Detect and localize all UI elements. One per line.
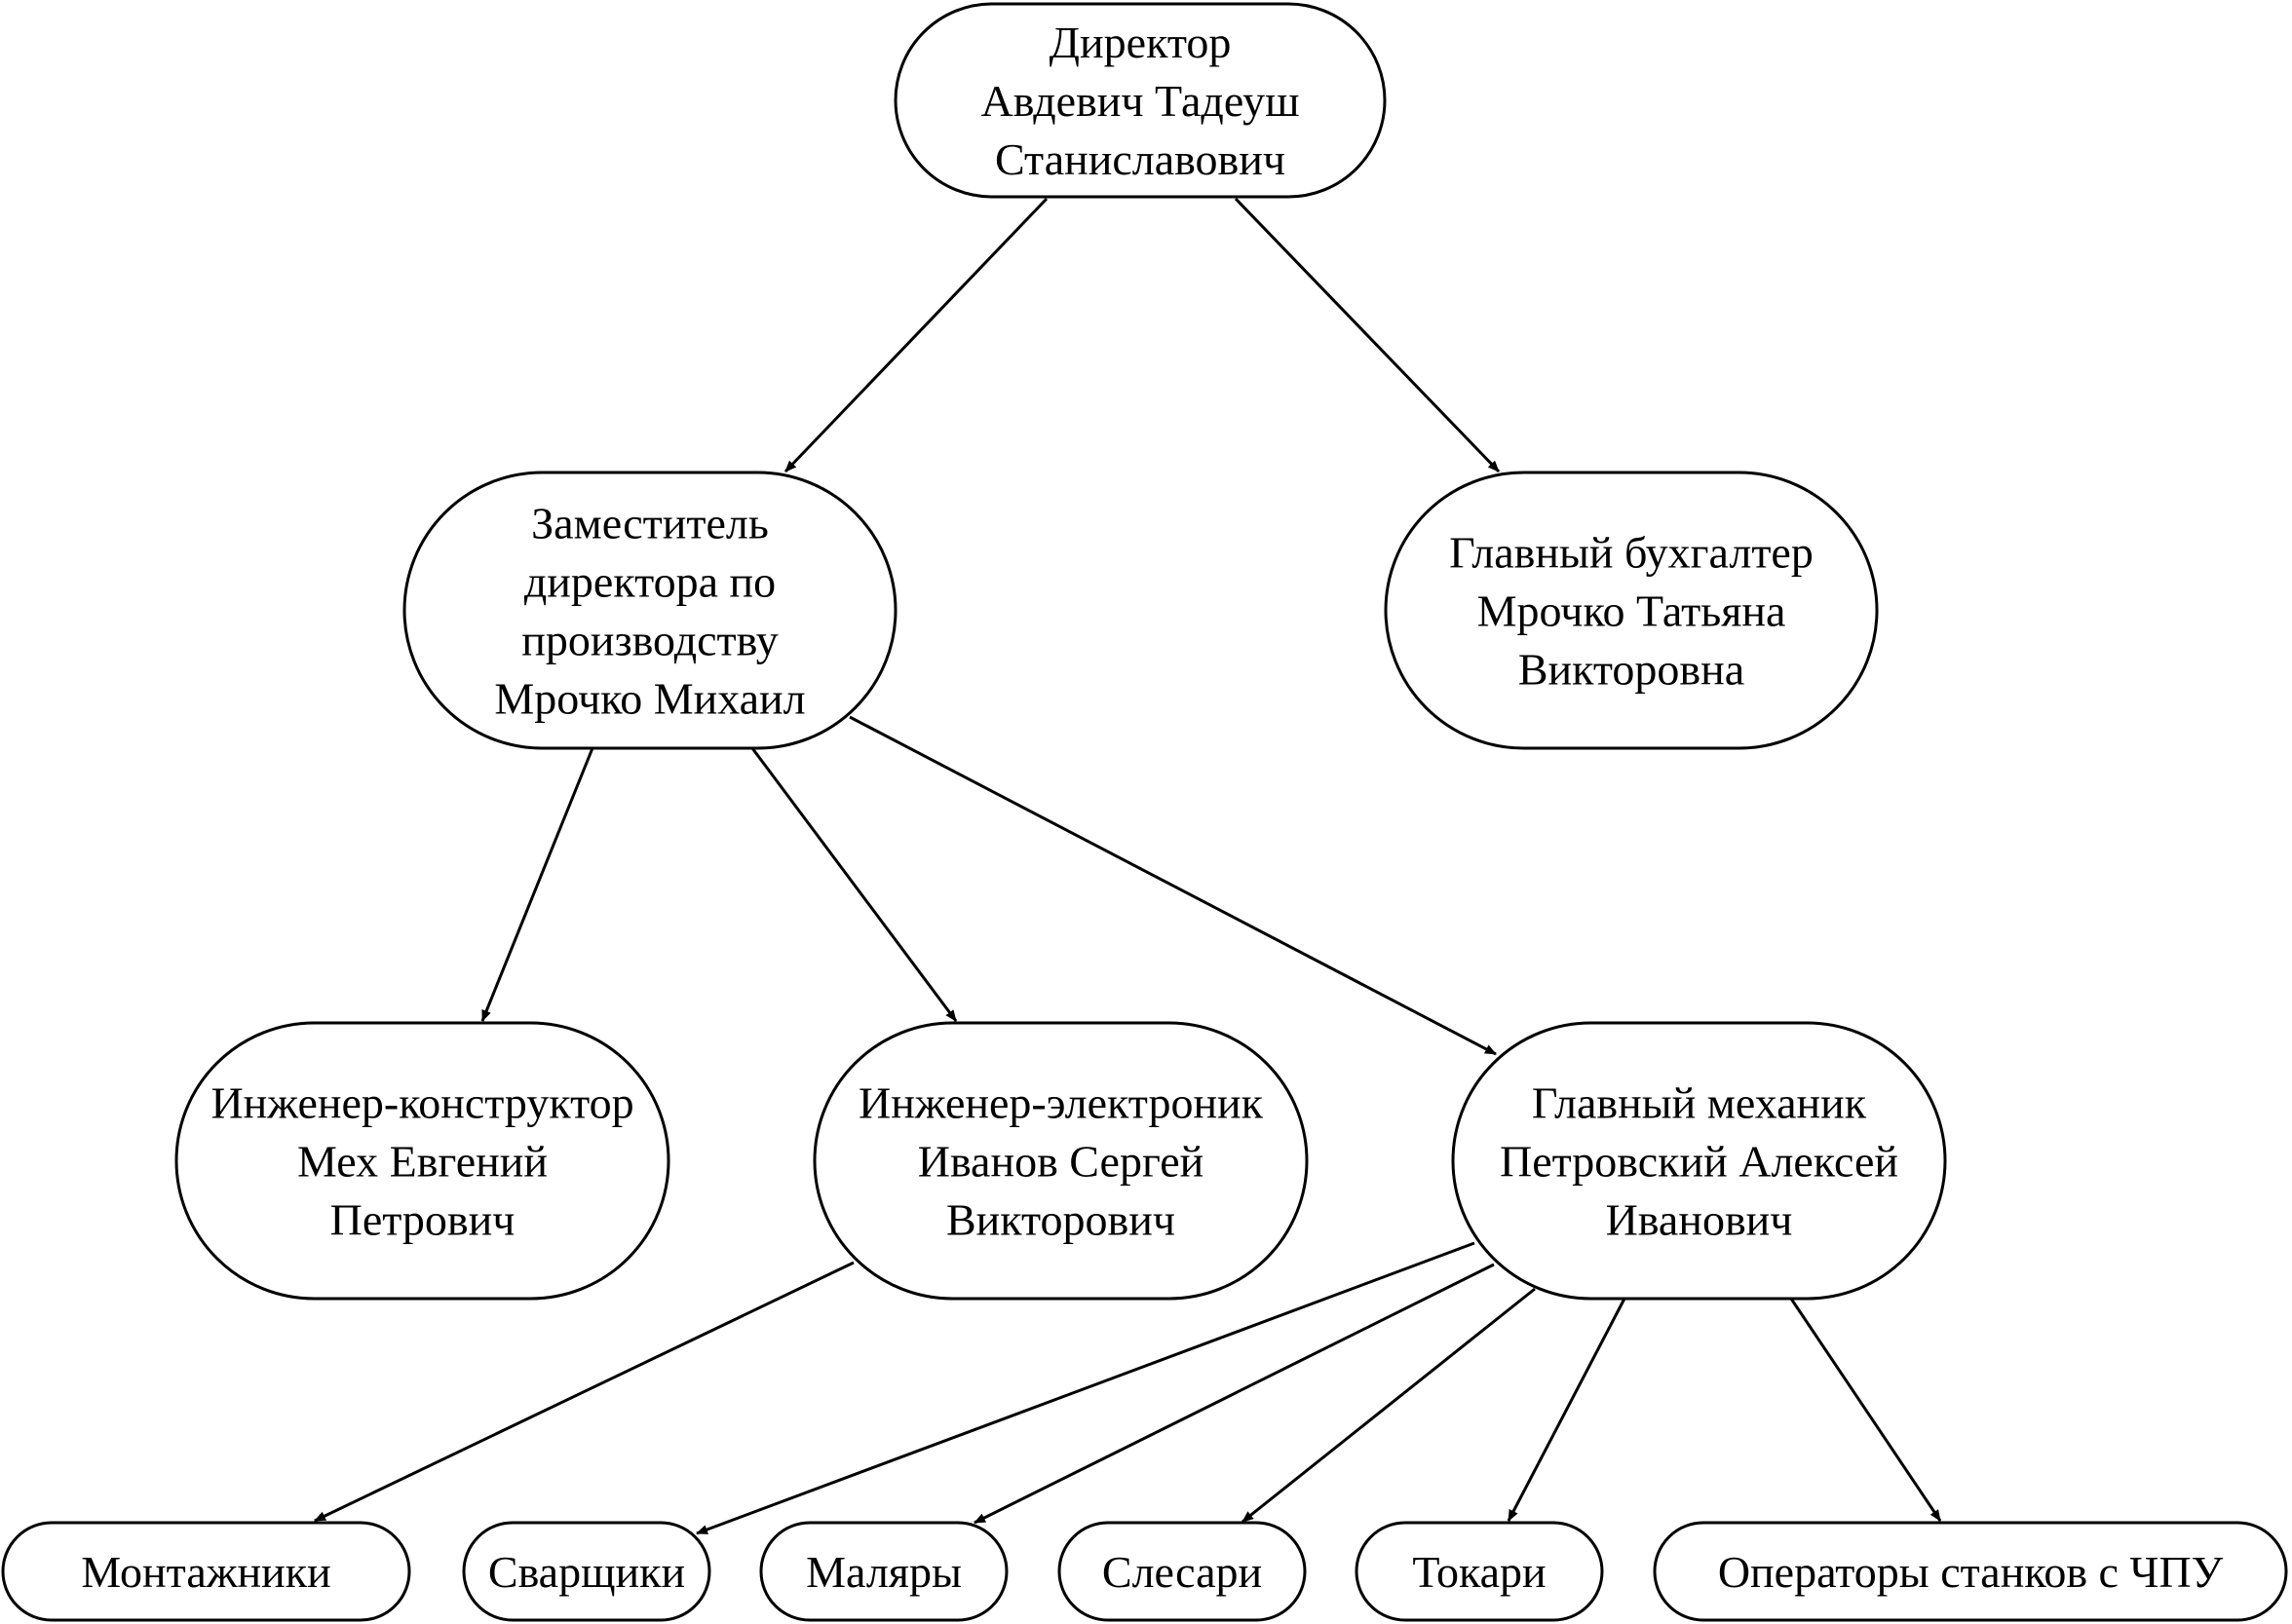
node-label-accountant-line-2: Мрочко Татьяна <box>1477 586 1786 636</box>
node-label-deputy-line-1: Заместитель <box>531 499 769 548</box>
node-label-electronics-engineer-line-3: Викторович <box>946 1195 1175 1245</box>
edges <box>314 197 1942 1535</box>
node-label-turners-line-1: Токари <box>1412 1547 1546 1597</box>
node-shape-painters <box>759 1521 1009 1622</box>
node-shape-electronics-engineer <box>813 1021 1309 1301</box>
node-welders: Сварщики <box>462 1521 711 1622</box>
arrow-deputy-to-electronics-engineer <box>750 747 958 1022</box>
arrow-electronics-engineer-to-installers <box>314 1261 855 1523</box>
node-label-electronics-engineer-line-2: Иванов Сергей <box>918 1137 1204 1187</box>
node-shape-deputy <box>402 471 898 750</box>
node-shape-turners <box>1355 1521 1604 1622</box>
arrow-chief-mechanic-to-cnc-operators <box>1789 1298 1942 1522</box>
node-label-director-line-3: Станиславович <box>995 134 1285 184</box>
arrow-deputy-to-design-engineer <box>480 747 594 1022</box>
node-label-electronics-engineer-line-1: Инженер-электроник <box>859 1078 1264 1128</box>
node-label-chief-mechanic-line-1: Главный механик <box>1532 1078 1867 1128</box>
node-installers: Монтажники <box>1 1521 411 1622</box>
node-label-painters-line-1: Маляры <box>806 1547 962 1597</box>
node-label-design-engineer-line-1: Инженер-конструктор <box>210 1078 633 1128</box>
arrow-chief-mechanic-to-turners <box>1507 1298 1626 1522</box>
node-label-design-engineer-line-2: Мех Евгений <box>297 1137 548 1187</box>
node-shape-chief-mechanic <box>1451 1021 1947 1301</box>
arrow-chief-mechanic-to-painters <box>974 1263 1495 1525</box>
node-label-chief-mechanic-line-2: Петровский Алексей <box>1500 1137 1898 1187</box>
node-shape-director <box>894 2 1387 199</box>
arrow-chief-mechanic-to-fitters <box>1242 1287 1536 1524</box>
arrow-director-to-deputy <box>783 197 1049 473</box>
arrow-chief-mechanic-to-welders <box>696 1241 1475 1535</box>
node-turners: Токари <box>1355 1521 1604 1622</box>
node-shape-fitters <box>1057 1521 1307 1622</box>
node-label-deputy-line-2: директора по <box>524 557 776 607</box>
node-label-accountant-line-3: Викторовна <box>1518 645 1744 695</box>
node-shape-welders <box>462 1521 711 1622</box>
node-label-deputy-line-4: Мрочко Михаил <box>494 674 805 724</box>
node-label-director-line-1: Директор <box>1050 18 1232 67</box>
node-deputy: Заместитель директора по производствуМрочк… <box>402 471 898 750</box>
node-cnc-operators: Операторы станков с ЧПУ <box>1653 1521 2288 1622</box>
node-shape-cnc-operators <box>1653 1521 2288 1622</box>
node-label-deputy-line-3: производству <box>521 616 779 665</box>
arrow-deputy-to-chief-mechanic <box>849 715 1497 1056</box>
arrow-director-to-accountant <box>1234 197 1501 473</box>
node-shape-accountant <box>1384 471 1879 750</box>
node-label-installers-line-1: Монтажники <box>81 1547 330 1597</box>
node-label-design-engineer-line-3: Петрович <box>330 1195 516 1245</box>
node-label-chief-mechanic-line-3: Иванович <box>1606 1195 1793 1245</box>
node-shape-installers <box>1 1521 411 1622</box>
node-label-welders-line-1: Сварщики <box>488 1547 685 1597</box>
node-shape-design-engineer <box>174 1021 670 1301</box>
node-fitters: Слесари <box>1057 1521 1307 1622</box>
node-label-fitters-line-1: Слесари <box>1102 1547 1262 1597</box>
node-label-cnc-operators-line-1: Операторы станков с ЧПУ <box>1718 1547 2224 1597</box>
node-label-accountant-line-1: Главный бухгалтер <box>1449 528 1814 578</box>
node-painters: Маляры <box>759 1521 1009 1622</box>
node-label-director-line-2: Авдевич Тадеуш <box>980 76 1299 126</box>
